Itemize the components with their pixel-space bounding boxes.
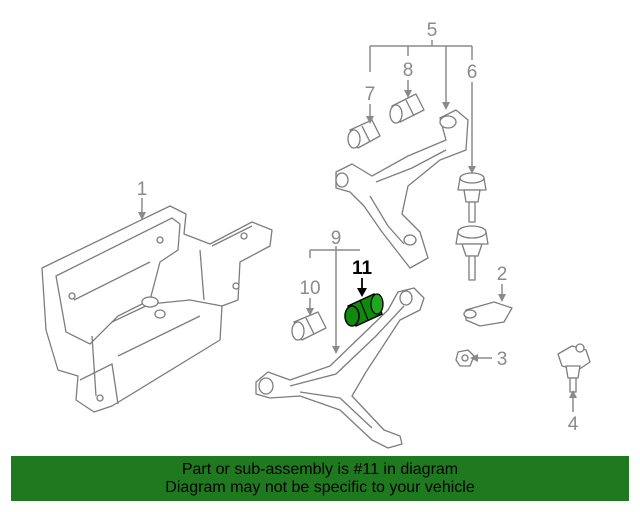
callout-10: 10 (299, 278, 320, 299)
callout-5: 5 (427, 20, 438, 41)
callout-2: 2 (497, 264, 508, 285)
callout-6: 6 (467, 62, 478, 83)
parts-diagram: 5 6 7 8 1 9 10 11 2 3 4 (41, 20, 591, 449)
bump-stop-2-part (463, 301, 513, 327)
highlighted-bushing-11-part (344, 292, 384, 328)
lower-ball-joint-4-part (557, 343, 591, 393)
upper-ball-joint-part (455, 172, 489, 281)
subframe-part (41, 205, 273, 413)
leader-lines (138, 40, 577, 412)
lower-control-arm-part (255, 287, 425, 449)
upper-bushing-7-part (347, 119, 381, 149)
callout-1: 1 (137, 179, 148, 200)
banner-line-disclaimer: Diagram may not be specific to your vehi… (165, 479, 475, 496)
callout-9: 9 (331, 228, 342, 249)
callout-7: 7 (365, 84, 376, 105)
banner-line-part-number: Part or sub-assembly is #11 in diagram (181, 461, 459, 478)
lower-bushing-10-part (291, 311, 327, 341)
upper-bushing-8-part (389, 93, 425, 124)
callout-4: 4 (568, 414, 579, 435)
callout-11: 11 (352, 258, 373, 279)
callout-3: 3 (497, 349, 508, 370)
info-banner: Part or sub-assembly is #11 in diagram D… (11, 456, 629, 501)
callout-8: 8 (403, 60, 414, 81)
nut-3-part (455, 349, 475, 367)
upper-control-arm-part (335, 109, 469, 269)
